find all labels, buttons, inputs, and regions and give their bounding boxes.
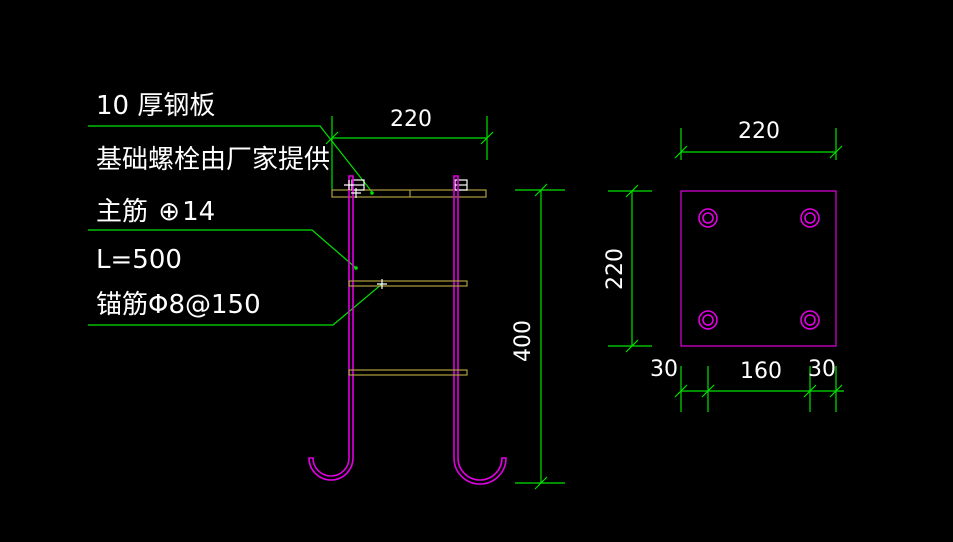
length-label: L=500	[96, 245, 182, 275]
bolt-hole	[800, 208, 820, 228]
bolt-right	[453, 175, 507, 485]
bolt-note-label: 基础螺栓由厂家提供	[96, 145, 330, 175]
tick	[325, 131, 339, 145]
main-rebar-text: 主筋	[96, 197, 156, 227]
anchor-bar-1	[348, 280, 468, 287]
tick	[701, 384, 715, 398]
tick	[480, 131, 494, 145]
bolt-hole	[698, 310, 718, 330]
snap-marker	[344, 180, 361, 198]
elevation-view: 220 400	[308, 107, 565, 490]
bolt-hole-inner	[804, 314, 816, 326]
rebar-grade-symbol: ⊕	[158, 197, 180, 227]
main-rebar-label: 主筋 ⊕14	[96, 197, 215, 227]
tick	[625, 339, 639, 353]
annotation-text: 10 厚钢板 基础螺栓由厂家提供 主筋 ⊕14 L=500 锚筋Φ8@150	[96, 91, 330, 320]
steel-plate	[331, 189, 487, 198]
plan-width-text: 220	[738, 119, 780, 144]
tick	[534, 476, 548, 490]
bolt-hole-inner	[804, 212, 816, 224]
plan-plate	[680, 190, 837, 347]
bolt-hole	[698, 208, 718, 228]
tick	[829, 384, 843, 398]
plan-view: 220 220 30 160 30	[603, 119, 844, 412]
bolt-hole-inner	[702, 212, 714, 224]
rebar-leader	[88, 229, 357, 269]
plan-spacing-text: 160	[740, 359, 782, 384]
snap-marker	[377, 279, 387, 289]
annotation-leaders	[88, 125, 383, 326]
bolt-hole-inner	[702, 314, 714, 326]
leader-dot	[370, 191, 374, 195]
anchor-bar-2	[348, 369, 468, 376]
tick	[674, 384, 688, 398]
tick	[829, 145, 843, 159]
anchor-rebar-label: 锚筋Φ8@150	[96, 290, 261, 320]
bolt-hole	[800, 310, 820, 330]
leader-dot	[354, 266, 358, 270]
tick	[674, 145, 688, 159]
anchor-leader	[88, 283, 383, 326]
plan-height-text: 220	[603, 248, 628, 290]
bolt-left	[308, 175, 354, 481]
bolt-holes	[698, 208, 820, 330]
plate-leader	[88, 125, 373, 193]
tick	[803, 384, 817, 398]
plate-label: 10 厚钢板	[96, 91, 215, 121]
tick	[625, 184, 639, 198]
elev-width-text: 220	[390, 107, 432, 132]
tick	[534, 183, 548, 197]
plan-edge-left-text: 30	[650, 357, 678, 382]
plan-edge-right-text: 30	[808, 357, 836, 382]
main-rebar-spec: 14	[182, 197, 215, 227]
elev-height-text: 400	[511, 320, 536, 362]
